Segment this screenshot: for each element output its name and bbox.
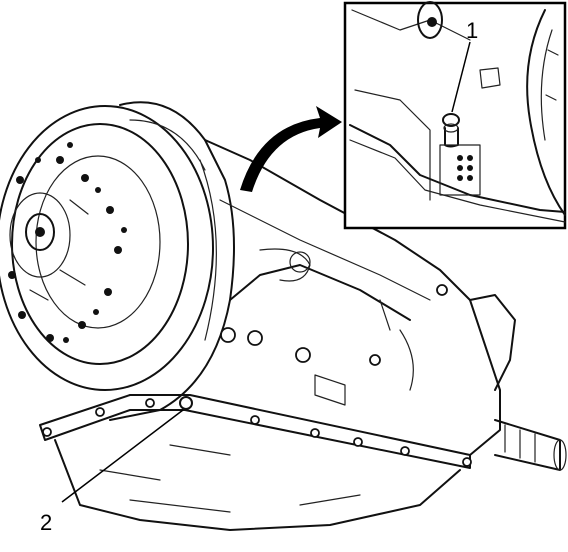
drain-plug: [179, 396, 193, 410]
callout-1: 1: [466, 18, 478, 43]
transmission-case: [204, 139, 567, 471]
torque-converter: [0, 101, 235, 421]
fill-plug: [442, 113, 460, 127]
callout-1-leader: [451, 41, 471, 113]
callout-2: 2: [40, 510, 52, 535]
detail-inset: [343, 1, 567, 230]
callout-2-leader: [61, 409, 184, 503]
oil-pan: [39, 394, 472, 531]
zoom-arrow: [240, 106, 342, 192]
